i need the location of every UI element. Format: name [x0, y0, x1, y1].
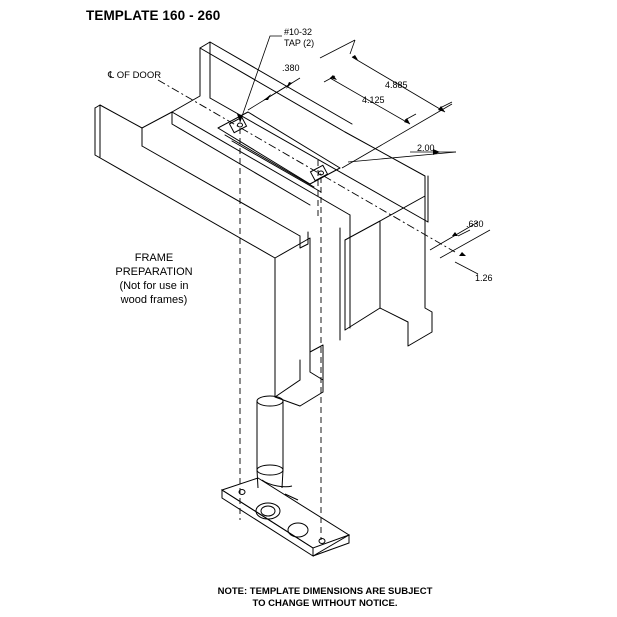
note-line1: NOTE: TEMPLATE DIMENSIONS ARE SUBJECT — [217, 586, 433, 597]
door-centerline — [157, 79, 456, 253]
frame-prep-line1: FRAME — [134, 252, 174, 264]
dimension-note: NOTE: TEMPLATE DIMENSIONS ARE SUBJECT TO… — [180, 586, 470, 610]
tap-callout-line1: #10-32 — [284, 27, 313, 37]
dim-380: .380 — [282, 63, 300, 73]
tap-hole-icon — [228, 116, 329, 182]
door-frame-header — [94, 41, 433, 407]
note-line2: TO CHANGE WITHOUT NOTICE. — [252, 598, 398, 609]
tap-callout-line2: TAP (2) — [284, 38, 315, 48]
pivot-assembly — [220, 395, 351, 557]
dimension-lines — [239, 35, 491, 275]
frame-prep-line4: wood frames) — [120, 294, 188, 306]
dim-126: 1.26 — [475, 273, 493, 283]
dim-4125: 4.125 — [362, 95, 385, 105]
routing-slot — [217, 111, 341, 193]
dim-4885: 4.885 — [385, 80, 408, 90]
frame-preparation-label: FRAME PREPARATION (Not for use in wood f… — [104, 251, 204, 307]
dim-630: .630 — [466, 219, 484, 229]
frame-prep-line2: PREPARATION — [115, 266, 193, 278]
frame-prep-line3: (Not for use in — [119, 280, 189, 292]
centerline-label: ℄ OF DOOR — [108, 70, 162, 81]
dim-200: 2.00 — [417, 143, 435, 153]
template-title: TEMPLATE 160 - 260 — [86, 8, 221, 23]
dimension-arrowheads — [237, 55, 466, 256]
